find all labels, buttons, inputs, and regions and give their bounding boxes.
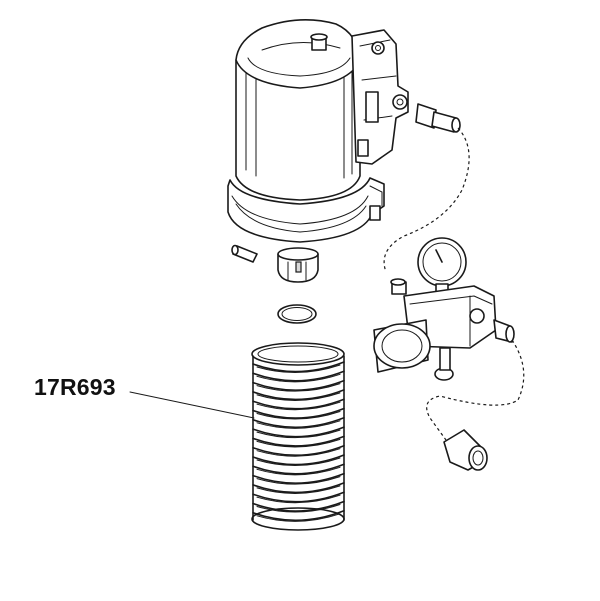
- spring-coil-inner: [256, 485, 341, 494]
- spring-coil-turn: [252, 472, 345, 484]
- hex-nut: [277, 247, 319, 283]
- spring-coil-turn: [252, 435, 345, 447]
- dowel-pin: [231, 244, 258, 263]
- spring-coil-inner: [256, 373, 341, 383]
- spring-coil-inner: [256, 448, 341, 457]
- spring-coil-inner: [256, 364, 341, 373]
- spring-coil-turn: [252, 444, 345, 456]
- spring-coil-turn: [252, 454, 345, 466]
- callout-leader-line: [129, 391, 255, 419]
- spring-coil-turn: [252, 426, 345, 438]
- spring-coil-turn: [252, 398, 345, 410]
- spring-coil-turn: [252, 463, 345, 475]
- spring-coil-turn: [252, 510, 345, 522]
- spring-coil-inner: [256, 466, 341, 476]
- part-number-label: 17R693: [34, 374, 116, 400]
- spring-coil-turn: [252, 361, 345, 373]
- spring-coil-turn: [252, 417, 345, 429]
- spring-coil-inner: [256, 504, 341, 513]
- spring-coil-turn: [252, 370, 345, 382]
- spring-coil-inner: [256, 438, 341, 448]
- motor-housing: [227, 19, 409, 243]
- spring-coil-inner: [256, 429, 341, 439]
- spring-coil-inner: [256, 383, 341, 392]
- spring-coil-turn: [252, 491, 345, 503]
- regulator-assembly: [373, 237, 515, 381]
- spring-coil-turn: [252, 407, 345, 419]
- spring-coil-inner: [256, 420, 341, 429]
- spring-coil-turn: [252, 379, 345, 391]
- spring-coil-inner: [256, 513, 341, 522]
- spring-coil-inner: [256, 401, 341, 411]
- spring-coil-turn: [252, 482, 345, 494]
- spring-coil-inner: [256, 494, 341, 504]
- outlet-fitting: [443, 429, 488, 471]
- spring-coil-inner: [256, 457, 341, 466]
- spring-coil-inner: [256, 411, 341, 420]
- spring-coil-inner: [256, 476, 341, 485]
- spring-coil-turn: [252, 389, 345, 401]
- inlet-fitting: [415, 103, 461, 133]
- coil-spring: [251, 342, 345, 531]
- dashed-connectors: [383, 127, 525, 441]
- spring-coil-turn: [252, 500, 345, 512]
- o-ring: [277, 304, 317, 324]
- spring-coil-inner: [256, 392, 341, 401]
